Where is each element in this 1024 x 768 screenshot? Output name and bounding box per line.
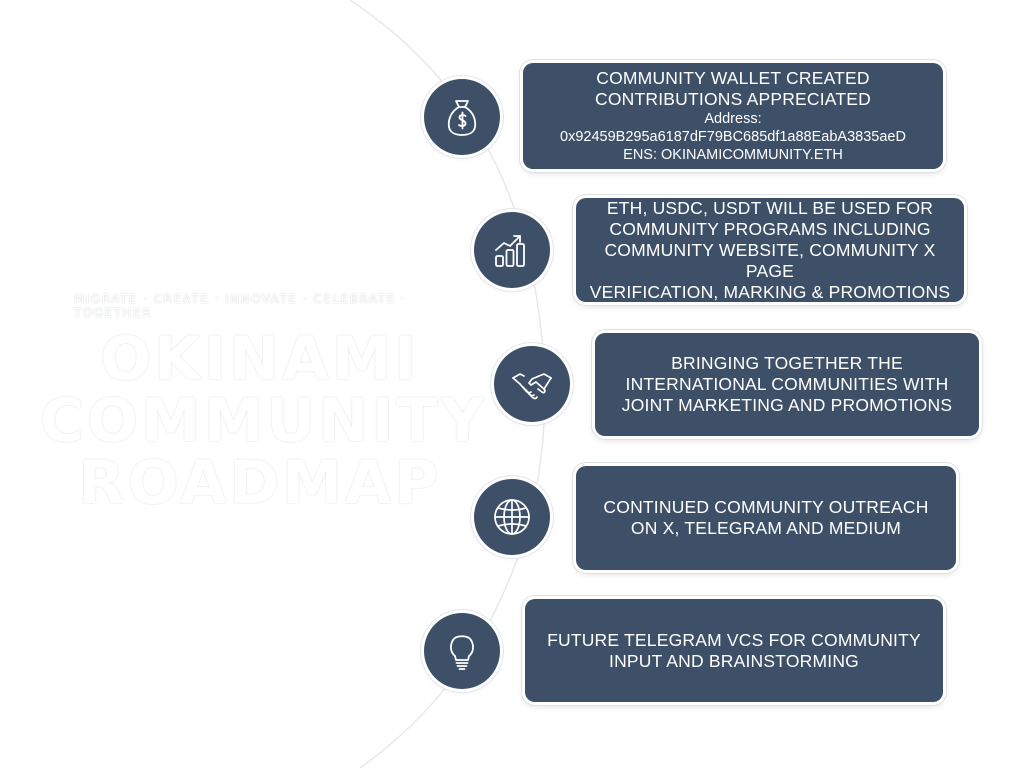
roadmap-card-2: ETH, USDC, USDT WILL BE USED FOR COMMUNI… bbox=[576, 198, 964, 302]
hero-subtitle: MIGRATE · CREATE · INNOVATE · CELEBRATE … bbox=[74, 292, 407, 320]
money-bag-icon bbox=[424, 79, 500, 155]
roadmap-card-1: COMMUNITY WALLET CREATED CONTRIBUTIONS A… bbox=[523, 63, 943, 169]
card-4-line-2: ON X, TELEGRAM AND MEDIUM bbox=[630, 518, 902, 538]
card-1-address-label: Address: bbox=[704, 111, 762, 127]
handshake-icon bbox=[494, 346, 570, 422]
card-5-line-2: INPUT AND BRAINSTORMING bbox=[609, 650, 859, 671]
hero-title-line-3: ROADMAP bbox=[78, 448, 442, 518]
card-1-line-2: CONTRIBUTIONS APPRECIATED bbox=[595, 89, 871, 109]
card-2-line-2: COMMUNITY PROGRAMS INCLUDING bbox=[609, 218, 931, 239]
hero-title-line-2: COMMUNITY bbox=[40, 386, 488, 456]
hero-block: MIGRATE · CREATE · INNOVATE · CELEBRATE … bbox=[40, 292, 488, 518]
card-4-line-1: CONTINUED COMMUNITY OUTREACH bbox=[603, 497, 929, 517]
card-3-line-1: BRINGING TOGETHER THE bbox=[671, 353, 903, 373]
hero-title-line-1: OKINAMI bbox=[100, 324, 420, 394]
roadmap-card-5: FUTURE TELEGRAM VCS FOR COMMUNITY INPUT … bbox=[525, 599, 943, 702]
card-5-line-1: FUTURE TELEGRAM VCS FOR COMMUNITY bbox=[547, 629, 921, 650]
card-1-ens: ENS: OKINAMICOMMUNITY.ETH bbox=[623, 147, 843, 163]
card-3-line-2: INTERNATIONAL COMMUNITIES WITH bbox=[625, 374, 949, 394]
card-1-line-1: COMMUNITY WALLET CREATED bbox=[596, 68, 870, 88]
globe-icon bbox=[474, 479, 550, 555]
lightbulb-icon bbox=[424, 613, 500, 689]
card-2-line-3: COMMUNITY WEBSITE, COMMUNITY X PAGE bbox=[604, 239, 936, 281]
growth-chart-icon bbox=[474, 212, 550, 288]
card-1-wallet-address: 0x92459B295a6187dF79BC685df1a88EabA3835a… bbox=[560, 129, 906, 145]
roadmap-card-4: CONTINUED COMMUNITY OUTREACH ON X, TELEG… bbox=[576, 466, 956, 570]
card-3-line-3: JOINT MARKETING AND PROMOTIONS bbox=[621, 395, 953, 415]
roadmap-card-3: BRINGING TOGETHER THE INTERNATIONAL COMM… bbox=[595, 333, 979, 436]
card-2-line-1: ETH, USDC, USDT WILL BE USED FOR bbox=[606, 197, 934, 218]
card-2-line-4: VERIFICATION, MARKING & PROMOTIONS bbox=[589, 281, 951, 302]
